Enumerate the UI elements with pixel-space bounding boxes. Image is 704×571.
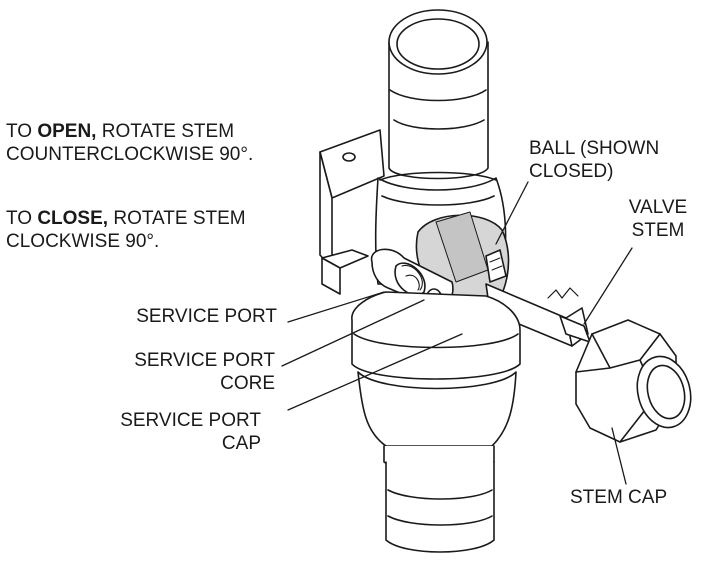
leader-service-port (287, 291, 385, 323)
ball-label: BALL (SHOWN CLOSED) (529, 138, 660, 182)
lower-pipe (385, 461, 495, 553)
close-line1: ROTATE STEM (108, 208, 246, 229)
close-line2: CLOCKWISE 90°. (6, 231, 160, 252)
service-port-label: SERVICE PORT (136, 306, 277, 327)
valve-stem-label: VALVE STEM (628, 197, 688, 241)
close-keyword: CLOSE, (37, 208, 109, 229)
leader-stem-cap (611, 427, 627, 485)
leader-ball (495, 181, 529, 245)
service-port-core-label: SERVICE PORT CORE (134, 350, 275, 394)
close-instruction: TO CLOSE, ROTATE STEM CLOCKWISE 90°. (6, 207, 246, 253)
stem-cap (575, 319, 692, 443)
service-port-cap-label: SERVICE PORT CAP (120, 410, 261, 454)
leader-valve-stem (583, 247, 633, 325)
open-keyword: OPEN, (37, 121, 97, 142)
upper-pipe (388, 9, 489, 180)
mounting-bracket (319, 129, 385, 295)
leader-service-port-core (281, 299, 425, 367)
open-prefix: TO (6, 121, 38, 142)
stem-cap-label: STEM CAP (570, 487, 668, 508)
close-prefix: TO (6, 208, 38, 229)
open-line1: ROTATE STEM (96, 121, 235, 142)
leader-service-port-cap (287, 333, 463, 411)
lower-body (351, 291, 521, 474)
open-instruction: TO OPEN, ROTATE STEM COUNTERCLOCKWISE 90… (6, 120, 253, 166)
open-line2: COUNTERCLOCKWISE 90°. (6, 144, 254, 165)
leader-lines (281, 181, 633, 485)
